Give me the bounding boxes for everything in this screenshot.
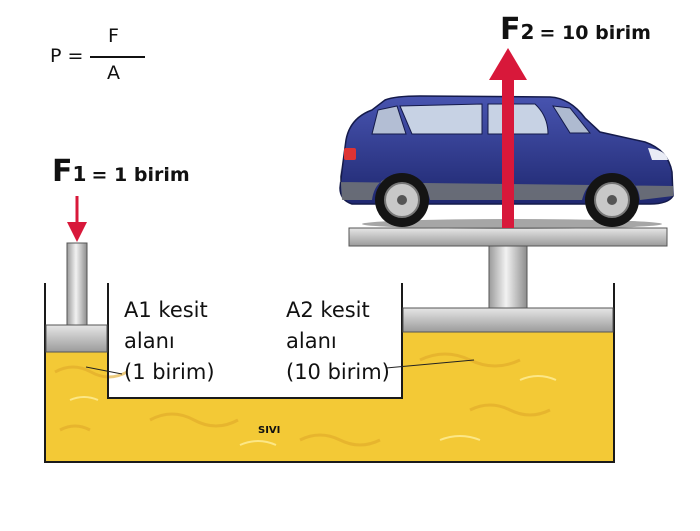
area1-line3: (1 birim) (124, 360, 215, 384)
large-piston (348, 227, 668, 333)
area2-line1: A2 kesit (286, 298, 370, 322)
force1-label: F1 = 1 birim (52, 154, 190, 189)
formula-numerator: F (108, 25, 119, 47)
liquid-label: SIVI (258, 425, 281, 436)
area1-leader (85, 366, 123, 375)
arrow-down-icon (67, 196, 87, 242)
force1-symbol: F (52, 154, 73, 189)
formula-denominator: A (107, 62, 120, 84)
force2-index: 2 (520, 20, 535, 44)
container-outline (44, 283, 615, 463)
small-piston (45, 242, 108, 353)
area1-label: A1 kesit alanı (1 birim) (124, 295, 215, 388)
area2-label: A2 kesit alanı (10 birim) (286, 295, 390, 388)
area1-line2: alanı (124, 329, 175, 353)
force1-index: 1 (72, 162, 87, 186)
force1-value: = 1 birim (91, 164, 190, 186)
area2-line3: (10 birim) (286, 360, 390, 384)
area2-line2: alanı (286, 329, 337, 353)
formula-lhs: P = (50, 45, 84, 67)
arrow-up-icon (489, 48, 527, 228)
force2-value: = 10 birim (539, 22, 651, 44)
force2-label: F2 = 10 birim (500, 12, 651, 47)
force2-symbol: F (500, 12, 521, 47)
area2-leader (385, 359, 475, 369)
liquid (45, 332, 614, 462)
area1-line1: A1 kesit (124, 298, 208, 322)
